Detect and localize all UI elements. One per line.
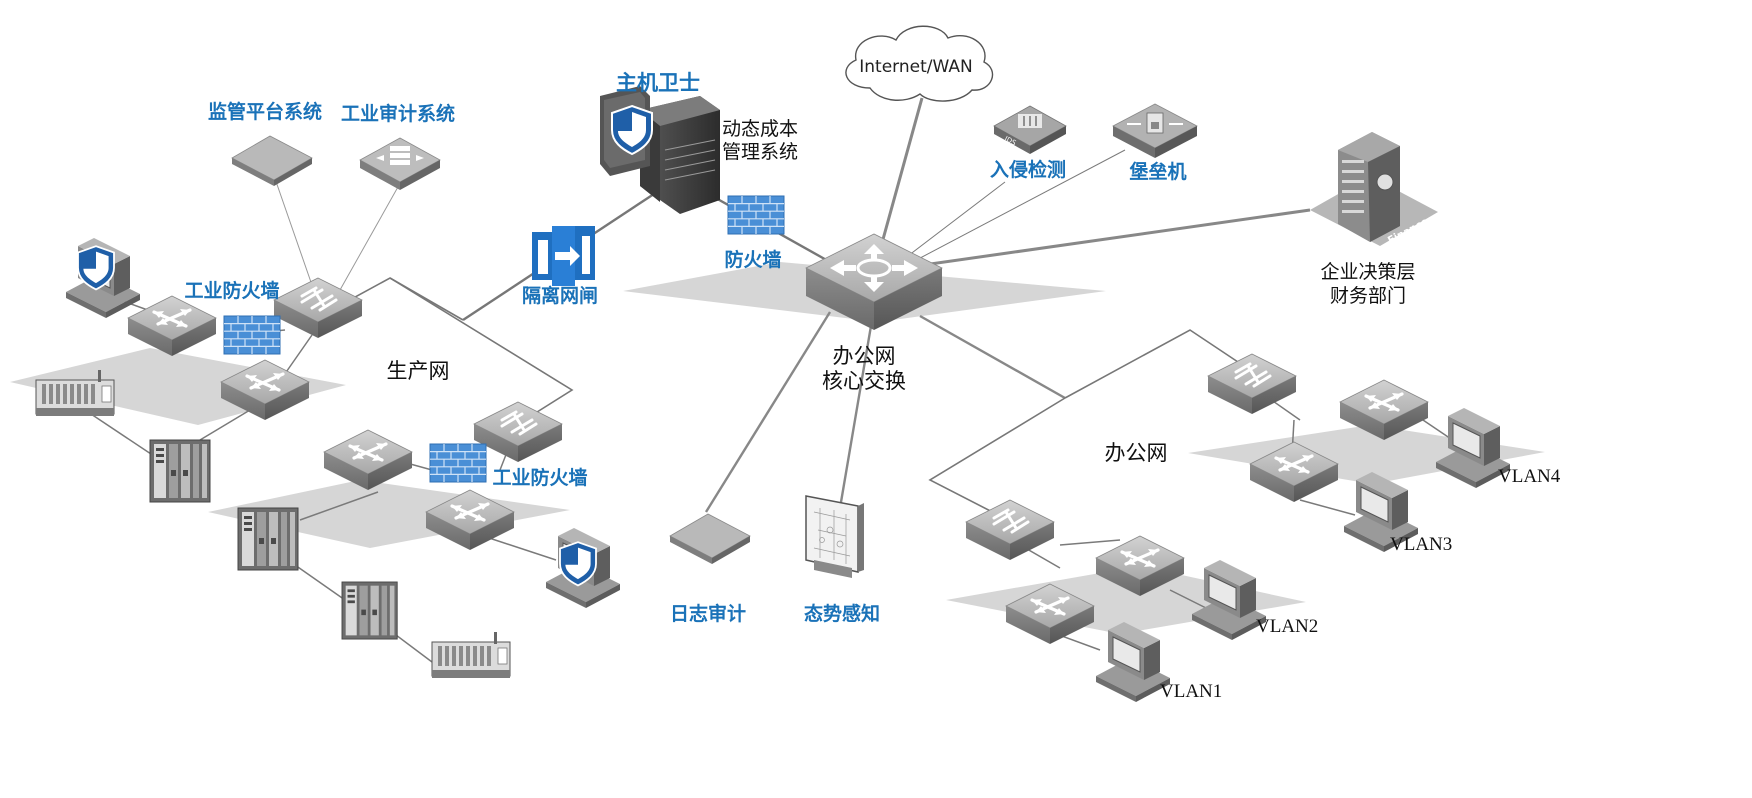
vlan4-label: VLAN4 xyxy=(1498,466,1561,487)
router-icon xyxy=(1208,354,1296,414)
vlan1-label: VLAN1 xyxy=(1160,681,1222,702)
isolation-gateway-label: 隔离网闸 xyxy=(522,284,598,307)
office-net-label: 办公网 xyxy=(1105,441,1168,465)
situation-awareness-label: 态势感知 xyxy=(804,602,880,625)
bastion-label: 堡垒机 xyxy=(1129,160,1186,183)
plc-icon xyxy=(237,507,299,571)
gateway-icon xyxy=(532,226,595,286)
firewall-icon xyxy=(429,443,487,483)
supervision-label: 监管平台系统 xyxy=(208,100,322,123)
plc-icon xyxy=(341,581,398,640)
router-icon xyxy=(966,500,1054,560)
finance-label-2: 财务部门 xyxy=(1330,285,1406,307)
router-icon xyxy=(474,402,562,462)
ids-label: 入侵检测 xyxy=(990,158,1066,181)
host-guard-label: 主机卫士 xyxy=(616,71,700,95)
switch-icon xyxy=(128,296,216,356)
vlan3-label: VLAN3 xyxy=(1390,534,1452,555)
log-audit-label: 日志审计 xyxy=(670,602,746,625)
firewall-label: 防火墙 xyxy=(724,248,781,271)
core-label-1: 办公网 xyxy=(833,344,896,368)
rtu-icon xyxy=(431,631,511,679)
appliance-icon xyxy=(669,513,751,565)
vlan2-label: VLAN2 xyxy=(1256,616,1318,637)
pc-icon xyxy=(1095,621,1171,703)
industrial-audit-label: 工业审计系统 xyxy=(341,102,455,125)
firewall-icon xyxy=(223,315,281,355)
ind-firewall-bottom-label: 工业防火墙 xyxy=(492,466,587,489)
core-switch-icon xyxy=(805,233,943,330)
cost-mgmt-label-2: 管理系统 xyxy=(722,141,798,163)
appliance-icon xyxy=(231,135,313,187)
switch-icon xyxy=(324,430,412,490)
core-label-2: 核心交换 xyxy=(822,369,906,393)
server-icon xyxy=(600,86,720,214)
internet-label: Internet/WAN xyxy=(859,57,972,77)
cloud-icon xyxy=(845,25,994,102)
monitor-icon xyxy=(805,495,864,578)
ind-firewall-top-label: 工业防火墙 xyxy=(184,279,279,302)
bastion-icon xyxy=(1112,103,1198,158)
firewall-icon xyxy=(727,195,785,235)
finance-label-1: 企业决策层 xyxy=(1320,261,1415,283)
production-net-label: 生产网 xyxy=(387,359,450,383)
cost-mgmt-label-1: 动态成本 xyxy=(722,118,798,140)
ids-icon: IDS xyxy=(993,105,1067,154)
industrial-audit-icon xyxy=(359,137,441,190)
plc-icon xyxy=(149,439,211,503)
building-icon: Finance xyxy=(1310,132,1438,247)
router-icon xyxy=(274,278,362,338)
production-zone-2 xyxy=(208,480,570,548)
